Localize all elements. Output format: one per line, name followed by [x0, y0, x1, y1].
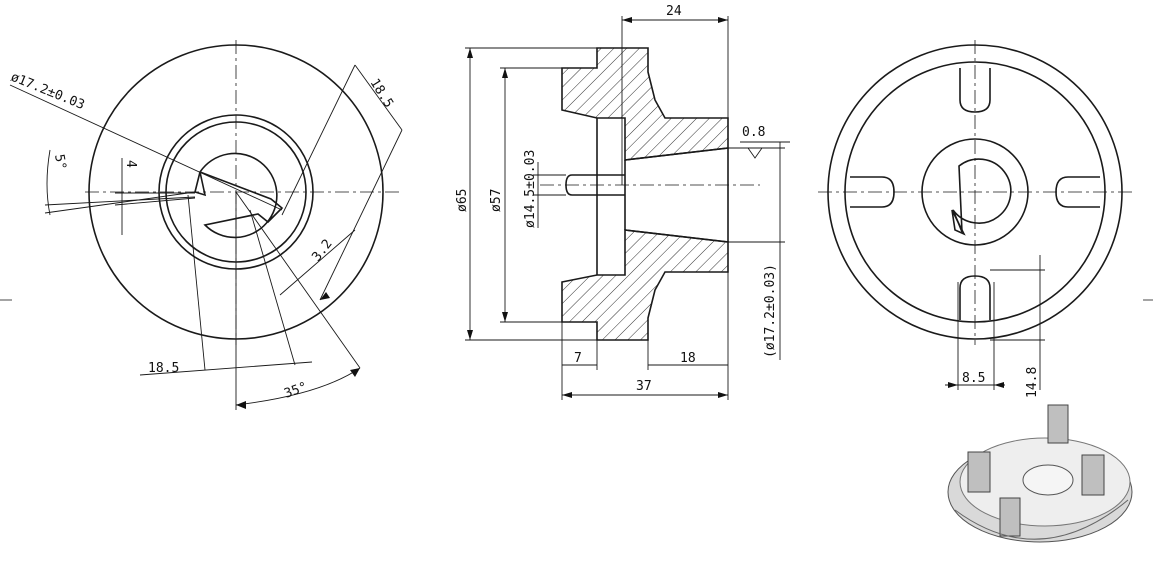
offset-ext2	[114, 197, 196, 206]
arrowhead	[350, 368, 360, 377]
bore-dia-label: ø14.5±0.03	[523, 150, 538, 228]
pilot-bore	[565, 174, 625, 196]
key-width-dim	[279, 229, 356, 296]
angle-large-arc	[235, 367, 361, 406]
slot-width-label: 8.5	[962, 371, 985, 386]
iso-bore	[1022, 464, 1074, 496]
keyed-bore	[198, 152, 284, 239]
angle-small-line	[44, 191, 196, 214]
arrowhead	[562, 392, 572, 398]
ref-dia-label: (ø17.2±0.03)	[763, 264, 778, 358]
arrowhead	[467, 48, 473, 58]
chord-bottom-label: 18.5	[148, 361, 179, 376]
arrowhead	[718, 392, 728, 398]
top-width-label: 24	[666, 4, 682, 19]
arrowhead	[622, 17, 632, 23]
end-keyed-bore	[952, 158, 1012, 233]
end-inner-circle	[844, 61, 1106, 323]
bore-bottom-edge	[624, 229, 729, 243]
arrowhead	[994, 382, 1004, 388]
outer-dia-label: ø65	[455, 189, 470, 212]
key-ext	[249, 209, 296, 366]
angle-large-label: 35°	[282, 380, 309, 402]
bore-top-edge	[624, 147, 729, 161]
iso-jaw-3	[1081, 454, 1105, 496]
flange-dia-label: ø57	[489, 189, 504, 212]
flange-thk-label: 7	[574, 351, 582, 366]
isometric-view	[947, 404, 1133, 543]
chord-top-dim	[354, 64, 403, 131]
end-outer-circle	[827, 44, 1123, 340]
end-key	[951, 209, 966, 236]
slot-depth-label: 14.8	[1025, 367, 1040, 398]
iso-jaw-4	[999, 497, 1021, 537]
arrowhead	[502, 68, 508, 78]
taper-label: 0.8	[742, 125, 765, 140]
slot-top	[959, 68, 991, 113]
slot-bottom	[959, 275, 991, 320]
end-hub-circle	[921, 138, 1029, 246]
upper-section	[561, 47, 729, 161]
chord-bottom-ext	[187, 194, 206, 371]
arrowhead	[467, 330, 473, 340]
arrowhead	[948, 382, 958, 388]
chord-top-ext2	[319, 129, 403, 301]
end-view: 8.5 14.8	[818, 40, 1153, 398]
arrowhead	[502, 312, 508, 322]
slot-right	[1055, 176, 1100, 208]
iso-jaw-2	[1047, 404, 1069, 444]
total-len-label: 37	[636, 379, 652, 394]
arrowhead	[236, 401, 246, 409]
angle-small-arc	[46, 149, 51, 216]
key-notch	[194, 171, 207, 197]
key-width-label: 3.2	[309, 237, 335, 265]
lower-section	[561, 229, 729, 341]
iso-base-edge	[954, 499, 1129, 540]
chord-top-label: 18.5	[367, 76, 396, 111]
taper-symbol	[747, 147, 763, 159]
angle-line	[235, 191, 361, 369]
bore-leader	[9, 84, 283, 211]
chord-top-ext	[281, 64, 356, 216]
angle-small-label: 5°	[51, 153, 68, 171]
front-view: ø17.2±0.03 18.5 5° 4 3.2 18.5 35°	[0, 40, 403, 410]
chord-bottom-dim	[139, 361, 313, 376]
bore-dia-label: ø17.2±0.03	[9, 70, 87, 113]
iso-jaw-1	[967, 451, 991, 493]
arrowhead	[718, 17, 728, 23]
angle-small-line2	[44, 196, 196, 206]
section-view: 24 ø65 ø57 ø14.5±0.03 0.8 (ø17.2±0.03) 7…	[455, 4, 790, 400]
slot-left	[850, 176, 895, 208]
offset-label: 4	[123, 160, 138, 168]
arrowhead	[320, 292, 330, 300]
hub-len-label: 18	[680, 351, 696, 366]
